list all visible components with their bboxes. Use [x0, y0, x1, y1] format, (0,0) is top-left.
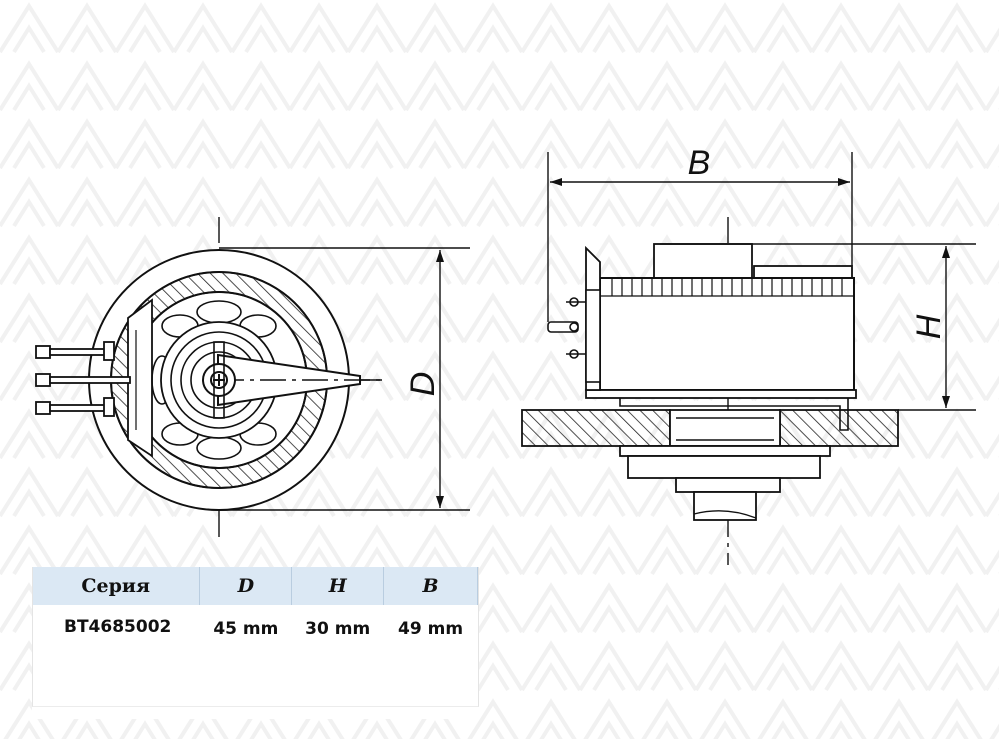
spec-table-header: Серия D H B: [32, 567, 478, 605]
cell-h: 30 mm: [305, 619, 371, 639]
header-series: Серия: [32, 567, 201, 605]
cell-b: 49 mm: [398, 619, 464, 639]
terminal-pins: [35, 341, 131, 417]
panel-right: [779, 409, 899, 447]
table-row: BT4685002 45 mm 30 mm 49 mm: [32, 605, 478, 640]
dimension-d-label: D: [404, 372, 442, 397]
cell-series: BT4685002: [64, 617, 172, 637]
dimension-b-label: B: [688, 144, 711, 182]
panel-left: [521, 409, 671, 447]
header-d: D: [199, 567, 293, 605]
spec-table: Серия D H B BT4685002 45 mm 30 mm 49 mm: [32, 567, 478, 719]
bushing-nut: [619, 445, 831, 457]
table-row-empty: [32, 640, 478, 719]
shaft: [693, 491, 757, 521]
mounting-bracket: [127, 298, 153, 458]
dimension-h-label: H: [910, 314, 948, 339]
header-h: H: [291, 567, 385, 605]
header-b: B: [383, 567, 478, 605]
resistor-body: [599, 277, 855, 391]
side-view: [521, 152, 976, 565]
winding-ribs: [600, 278, 854, 297]
front-view: [35, 217, 470, 540]
side-terminals: [547, 297, 586, 359]
cell-d: 45 mm: [213, 619, 279, 639]
